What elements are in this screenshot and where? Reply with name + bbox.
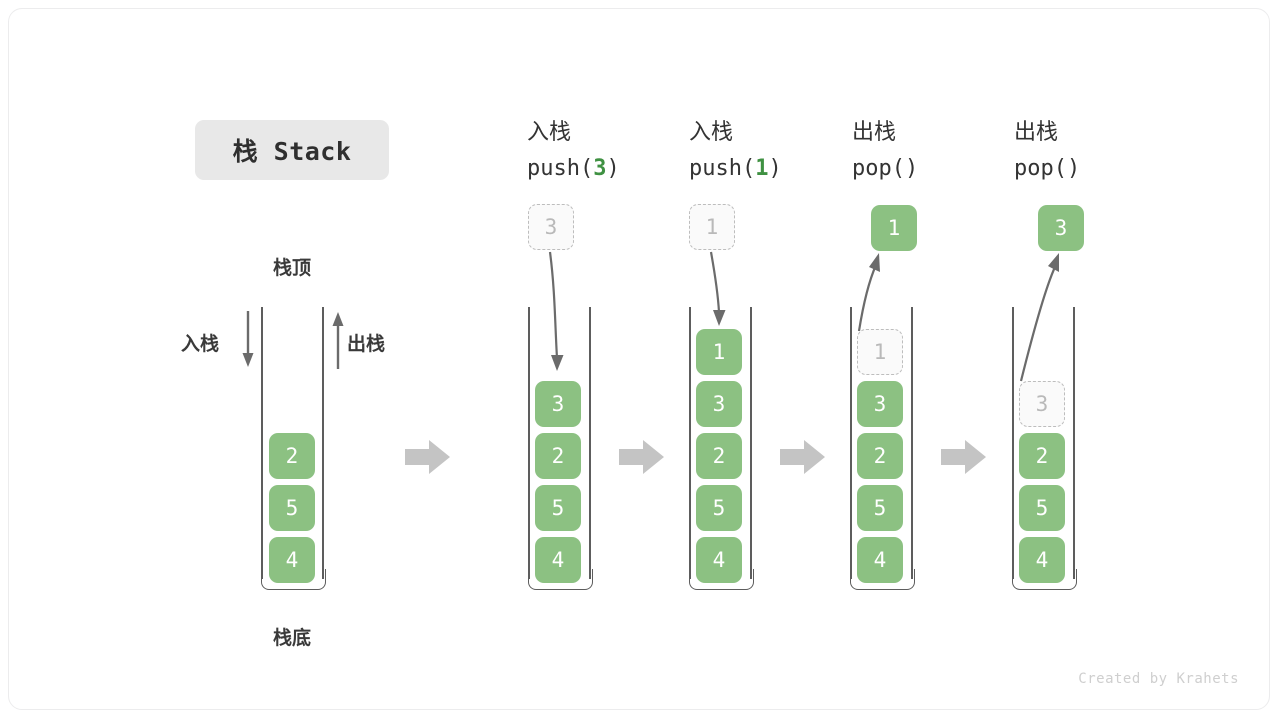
stack-cell: 4 bbox=[1019, 537, 1065, 583]
pop-direction-arrow-icon bbox=[332, 312, 344, 369]
footer-credit: Created by Krahets bbox=[1078, 671, 1239, 687]
header-suffix: ) bbox=[1066, 156, 1081, 181]
stack-bottom-curve bbox=[528, 569, 593, 590]
stack-wall-right bbox=[1073, 307, 1075, 579]
stack-column-initial: 2 5 4 bbox=[269, 433, 315, 583]
stack-column-pop-3: 3 2 5 4 bbox=[1019, 381, 1065, 583]
header-value: 3 bbox=[593, 156, 607, 181]
stack-cell: 5 bbox=[269, 485, 315, 531]
column-header-pop-1: 出栈 pop() bbox=[852, 115, 918, 187]
stack-column-pop-1: 1 3 2 5 4 bbox=[857, 329, 903, 583]
stack-wall-right bbox=[322, 307, 324, 579]
stack-top-label: 栈顶 bbox=[272, 258, 311, 279]
stack-cell: 2 bbox=[1019, 433, 1065, 479]
pop-direction-label: 出栈 bbox=[347, 334, 386, 355]
column-header-line2: push(1) bbox=[689, 151, 782, 187]
column-header-line1: 出栈 bbox=[852, 120, 897, 145]
stack-cell-ghost: 1 bbox=[857, 329, 903, 375]
stack-cell: 5 bbox=[696, 485, 742, 531]
popped-value-box: 1 bbox=[871, 205, 917, 251]
stack-cell: 2 bbox=[857, 433, 903, 479]
stack-wall-left bbox=[261, 307, 263, 579]
stack-cell: 1 bbox=[696, 329, 742, 375]
stack-cell: 4 bbox=[696, 537, 742, 583]
stack-wall-left bbox=[528, 307, 530, 579]
push-direction-arrow-icon bbox=[242, 311, 254, 367]
column-header-line1: 出栈 bbox=[1014, 120, 1059, 145]
header-prefix: push( bbox=[689, 156, 756, 181]
stack-cell: 2 bbox=[269, 433, 315, 479]
stack-wall-right bbox=[911, 307, 913, 579]
pop-flow-arrow-icon bbox=[857, 253, 880, 332]
header-suffix: ) bbox=[768, 156, 782, 181]
stack-cell: 5 bbox=[1019, 485, 1065, 531]
stack-bottom-curve bbox=[850, 569, 915, 590]
popped-value-box: 3 bbox=[1038, 205, 1084, 251]
stack-column-push-3: 3 2 5 4 bbox=[535, 381, 581, 583]
stack-wall-right bbox=[750, 307, 752, 579]
column-header-line2: pop() bbox=[1014, 151, 1080, 187]
step-arrow-icon bbox=[941, 440, 986, 474]
stack-cell: 4 bbox=[269, 537, 315, 583]
stack-cell: 4 bbox=[857, 537, 903, 583]
incoming-value-box: 3 bbox=[528, 204, 574, 250]
column-header-line1: 入栈 bbox=[527, 120, 572, 145]
incoming-value-box: 1 bbox=[689, 204, 735, 250]
stack-cell: 3 bbox=[696, 381, 742, 427]
column-header-line1: 入栈 bbox=[689, 120, 734, 145]
column-header-pop-3: 出栈 pop() bbox=[1014, 115, 1080, 187]
diagram-title-text: 栈 Stack bbox=[232, 137, 352, 166]
step-arrow-icon bbox=[405, 440, 450, 474]
push-flow-arrow-icon bbox=[548, 251, 564, 371]
push-direction-label: 入栈 bbox=[181, 334, 220, 355]
step-arrow-icon bbox=[619, 440, 664, 474]
push-flow-arrow-icon bbox=[709, 251, 726, 326]
stack-cell: 3 bbox=[857, 381, 903, 427]
stack-cell: 4 bbox=[535, 537, 581, 583]
stack-wall-left bbox=[850, 307, 852, 579]
header-suffix: ) bbox=[904, 156, 919, 181]
stack-bottom-curve bbox=[689, 569, 754, 590]
stack-cell: 5 bbox=[857, 485, 903, 531]
header-prefix: pop( bbox=[1014, 156, 1067, 181]
stack-cell: 5 bbox=[535, 485, 581, 531]
stack-wall-right bbox=[589, 307, 591, 579]
stack-cell: 3 bbox=[535, 381, 581, 427]
column-header-push-1: 入栈 push(1) bbox=[689, 115, 782, 187]
header-prefix: pop( bbox=[852, 156, 905, 181]
stack-bottom-label: 栈底 bbox=[272, 628, 311, 649]
header-value: 1 bbox=[755, 156, 769, 181]
header-suffix: ) bbox=[606, 156, 620, 181]
stack-wall-left bbox=[1012, 307, 1014, 579]
column-header-line2: pop() bbox=[852, 151, 918, 187]
stack-cell: 2 bbox=[535, 433, 581, 479]
stack-bottom-curve bbox=[1012, 569, 1077, 590]
column-header-line2: push(3) bbox=[527, 151, 620, 187]
stack-wall-left bbox=[689, 307, 691, 579]
header-prefix: push( bbox=[527, 156, 594, 181]
step-arrow-icon bbox=[780, 440, 825, 474]
stack-bottom-curve bbox=[261, 569, 326, 590]
diagram-canvas: 栈 Stack 栈顶 入栈 出栈 2 5 4 栈底 入栈 push(3) 3 3… bbox=[8, 8, 1270, 710]
pop-flow-arrow-icon bbox=[1019, 253, 1059, 382]
diagram-title-badge: 栈 Stack bbox=[195, 120, 389, 180]
stack-cell-ghost: 3 bbox=[1019, 381, 1065, 427]
column-header-push-3: 入栈 push(3) bbox=[527, 115, 620, 187]
stack-column-push-1: 1 3 2 5 4 bbox=[696, 329, 742, 583]
stack-cell: 2 bbox=[696, 433, 742, 479]
